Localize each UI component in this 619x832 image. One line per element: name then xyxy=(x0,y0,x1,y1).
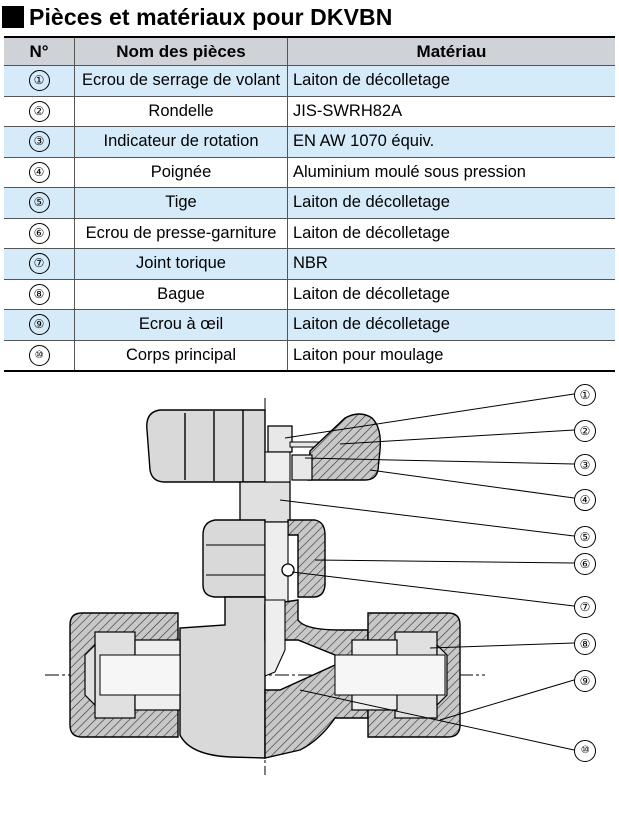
callout-4: ④ xyxy=(574,489,596,511)
title-square-icon xyxy=(2,6,24,28)
stem-middle xyxy=(264,521,289,603)
part-material: Laiton de décolletage xyxy=(287,65,615,97)
table-row: ⑦ Joint torique NBR xyxy=(4,248,615,280)
part-material: Laiton de décolletage xyxy=(287,278,615,310)
callout-7: ⑦ xyxy=(574,596,596,618)
parts-table: N° Nom des pièces Matériau ① Ecrou de se… xyxy=(4,36,615,372)
row-number: ⑤ xyxy=(28,192,50,214)
row-number: ⑧ xyxy=(28,283,50,305)
row-number: ③ xyxy=(28,131,50,153)
page-title-block: Pièces et matériaux pour DKVBN xyxy=(2,2,392,32)
callout-2: ② xyxy=(574,420,596,442)
o-ring xyxy=(281,563,295,577)
row-number: ⑦ xyxy=(28,253,50,275)
stem-upper xyxy=(239,481,291,523)
part-name: Poignée xyxy=(74,156,288,188)
part-material: EN AW 1070 équiv. xyxy=(287,126,615,158)
row-number: ② xyxy=(28,100,50,122)
part-name: Rondelle xyxy=(74,95,288,127)
callout-1: ① xyxy=(574,384,596,406)
callout-9: ⑨ xyxy=(574,670,596,692)
handle-section xyxy=(307,413,382,481)
callout-10: ⑩ xyxy=(574,740,596,762)
table-row: ⑥ Ecrou de presse-garniture Laiton de dé… xyxy=(4,217,615,249)
right-fitting xyxy=(334,612,461,738)
table-row: ⑤ Tige Laiton de décolletage xyxy=(4,187,615,219)
part-name: Ecrou à œil xyxy=(74,309,288,341)
valve-cross-section-drawing xyxy=(45,393,575,775)
left-fitting xyxy=(69,612,181,738)
header-material: Matériau xyxy=(287,36,615,66)
table-row: ⑩ Corps principal Laiton pour moulage xyxy=(4,339,615,372)
part-material: Laiton pour moulage xyxy=(287,339,615,372)
table-row: ① Ecrou de serrage de volant Laiton de d… xyxy=(4,65,615,97)
row-number: ④ xyxy=(28,161,50,183)
stem-top xyxy=(264,451,291,483)
table-row: ⑧ Bague Laiton de décolletage xyxy=(4,278,615,310)
callout-3: ③ xyxy=(574,454,596,476)
gland-nut-exterior xyxy=(202,519,266,598)
stem-tip xyxy=(264,599,286,677)
callout-5: ⑤ xyxy=(574,526,596,548)
table-row: ④ Poignée Aluminium moulé sous pression xyxy=(4,156,615,188)
part-material: Laiton de décolletage xyxy=(287,309,615,341)
table-header-row: N° Nom des pièces Matériau xyxy=(4,36,615,66)
rotation-indicator xyxy=(291,454,313,481)
table-row: ③ Indicateur de rotation EN AW 1070 équi… xyxy=(4,126,615,158)
row-number: ⑩ xyxy=(28,345,50,367)
header-num: N° xyxy=(4,36,75,66)
part-name: Bague xyxy=(74,278,288,310)
header-name: Nom des pièces xyxy=(74,36,288,66)
part-name: Ecrou de serrage de volant xyxy=(74,65,288,97)
part-material: Laiton de décolletage xyxy=(287,217,615,249)
row-number: ① xyxy=(28,70,50,92)
part-material: JIS-SWRH82A xyxy=(287,95,615,127)
row-number: ⑥ xyxy=(28,222,50,244)
table-row: ② Rondelle JIS-SWRH82A xyxy=(4,95,615,127)
handle-nut xyxy=(267,425,293,453)
part-name: Ecrou de presse-garniture xyxy=(74,217,288,249)
row-number: ⑨ xyxy=(28,314,50,336)
leader-lines xyxy=(279,393,575,751)
part-material: NBR xyxy=(287,248,615,280)
part-name: Corps principal xyxy=(74,339,288,372)
part-material: Laiton de décolletage xyxy=(287,187,615,219)
body-exterior xyxy=(179,596,266,759)
gland-nut-section xyxy=(287,519,326,598)
callout-8: ⑧ xyxy=(574,633,596,655)
page-title: Pièces et matériaux pour DKVBN xyxy=(29,3,393,30)
part-name: Joint torique xyxy=(74,248,288,280)
handle-exterior xyxy=(146,409,266,483)
table-row: ⑨ Ecrou à œil Laiton de décolletage xyxy=(4,309,615,341)
part-name: Indicateur de rotation xyxy=(74,126,288,158)
part-name: Tige xyxy=(74,187,288,219)
callout-6: ⑥ xyxy=(574,553,596,575)
body-section xyxy=(264,599,369,759)
part-material: Aluminium moulé sous pression xyxy=(287,156,615,188)
